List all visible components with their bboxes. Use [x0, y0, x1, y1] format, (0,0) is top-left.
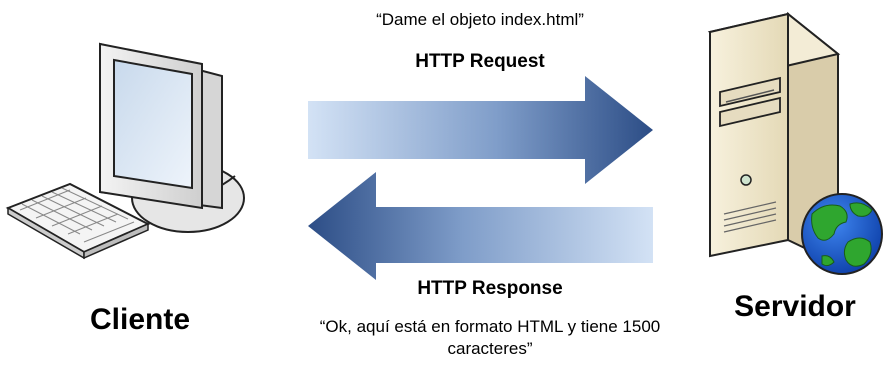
server-label: Servidor — [734, 290, 856, 323]
response-arrow — [308, 172, 653, 280]
web-server-icon — [707, 11, 883, 275]
request-title: HTTP Request — [415, 51, 545, 72]
keyboard-icon — [5, 182, 151, 260]
request-arrow — [308, 76, 653, 184]
response-title: HTTP Response — [417, 278, 563, 299]
globe-icon — [801, 193, 883, 275]
client-label: Cliente — [89, 303, 191, 336]
desktop-computer-icon — [5, 42, 245, 260]
response-message: “Ok, aquí está en formato HTML y tiene 1… — [319, 317, 661, 359]
request-message: “Dame el objeto index.html” — [376, 10, 584, 29]
